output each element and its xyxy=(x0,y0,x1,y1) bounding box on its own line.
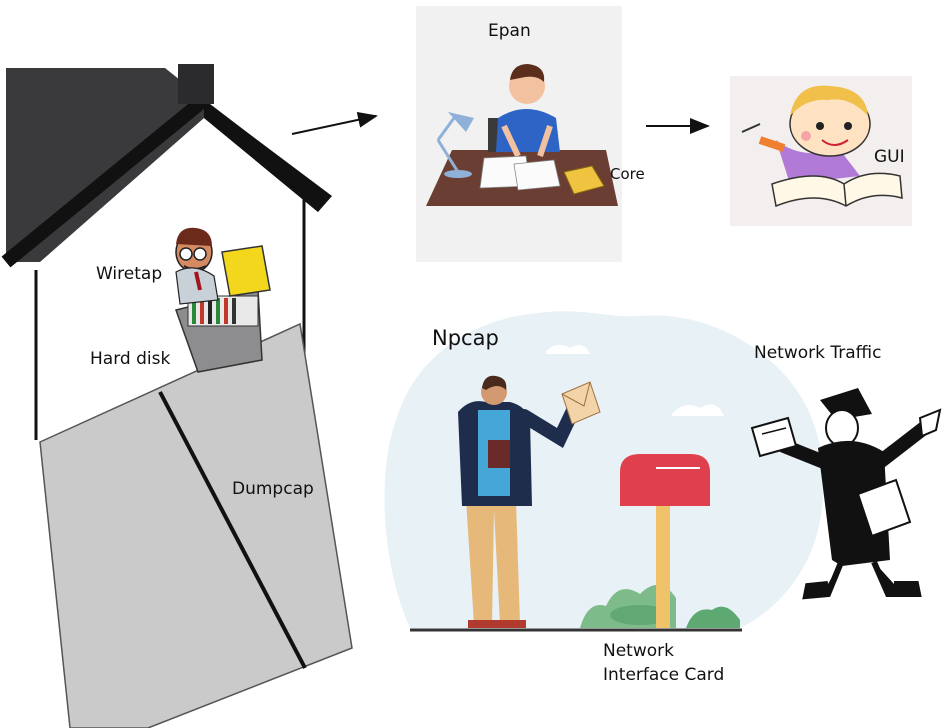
chimney xyxy=(178,64,214,104)
clerk-filing-cabinet-icon xyxy=(176,228,270,372)
label-epan: Epan xyxy=(488,22,531,42)
arrow-house-to-epan xyxy=(292,116,376,134)
house-icon xyxy=(6,64,352,728)
label-nic-line1: Network xyxy=(603,642,674,662)
label-nic-line2: Interface Card xyxy=(603,666,724,686)
label-dumpcap: Dumpcap xyxy=(232,480,314,500)
label-network-traffic: Network Traffic xyxy=(754,344,881,364)
label-hard-disk: Hard disk xyxy=(90,350,170,370)
label-wiretap: Wiretap xyxy=(96,265,162,285)
label-core: Core xyxy=(610,166,645,183)
label-npcap: Npcap xyxy=(432,326,499,350)
label-gui: GUI xyxy=(874,148,905,168)
